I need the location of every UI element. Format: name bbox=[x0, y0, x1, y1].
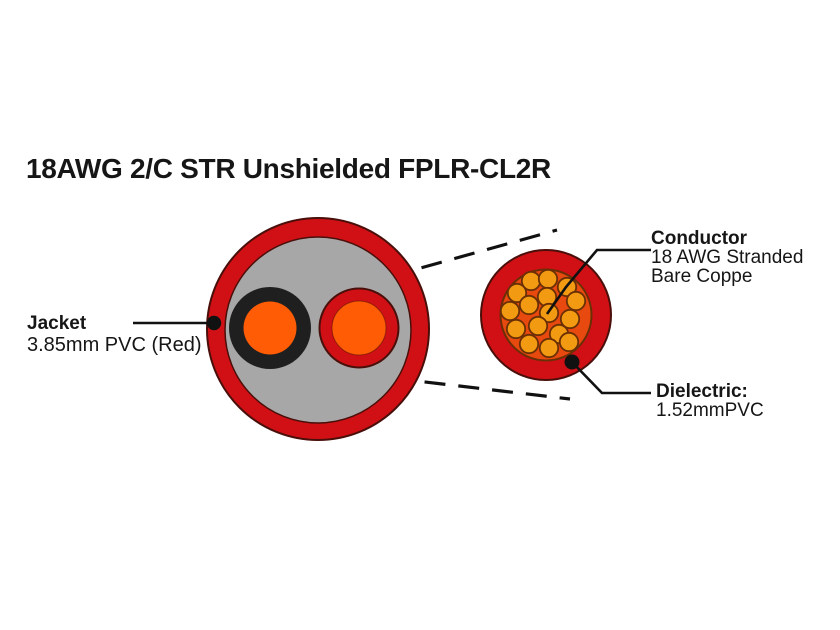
strand-circle bbox=[518, 294, 540, 316]
copper-core-right bbox=[331, 300, 387, 356]
dielectric-callout-title: Dielectric: bbox=[656, 381, 748, 402]
strand-circle bbox=[505, 318, 527, 340]
page-title: 18AWG 2/C STR Unshielded FPLR-CL2R bbox=[26, 153, 551, 184]
strand-circle bbox=[537, 268, 559, 290]
strand-circle bbox=[559, 308, 581, 330]
strand-circle bbox=[527, 315, 549, 337]
conductor-callout-spec-line2: Bare Coppe bbox=[651, 266, 753, 287]
jacket-callout-title: Jacket bbox=[27, 313, 87, 334]
strand-circle bbox=[565, 290, 587, 312]
strand-circle bbox=[499, 300, 521, 322]
conductor-detail-view bbox=[480, 249, 612, 381]
cable-cross-section bbox=[206, 217, 430, 441]
filler-insulation-circle bbox=[224, 236, 412, 424]
jacket-callout: Jacket 3.85mm PVC (Red) bbox=[27, 313, 202, 356]
jacket-leader-dot bbox=[206, 315, 222, 331]
dielectric-leader-line bbox=[571, 361, 651, 395]
conductor-callout-spec-line1: 18 AWG Stranded bbox=[651, 247, 804, 268]
conductor-callout-title: Conductor bbox=[651, 228, 748, 249]
copper-core-left bbox=[243, 301, 297, 355]
dielectric-callout-spec: 1.52mmPVC bbox=[656, 400, 764, 421]
conductor-leader-line bbox=[545, 248, 651, 315]
dielectric-callout: Dielectric: 1.52mmPVC bbox=[656, 382, 764, 420]
strand-circle bbox=[558, 331, 580, 353]
strand-circle bbox=[518, 333, 540, 355]
conductor-callout: Conductor 18 AWG Stranded Bare Coppe bbox=[651, 229, 803, 286]
strand-circle bbox=[506, 282, 528, 304]
jacket-callout-spec: 3.85mm PVC (Red) bbox=[27, 334, 202, 356]
strand-circle bbox=[538, 337, 560, 359]
